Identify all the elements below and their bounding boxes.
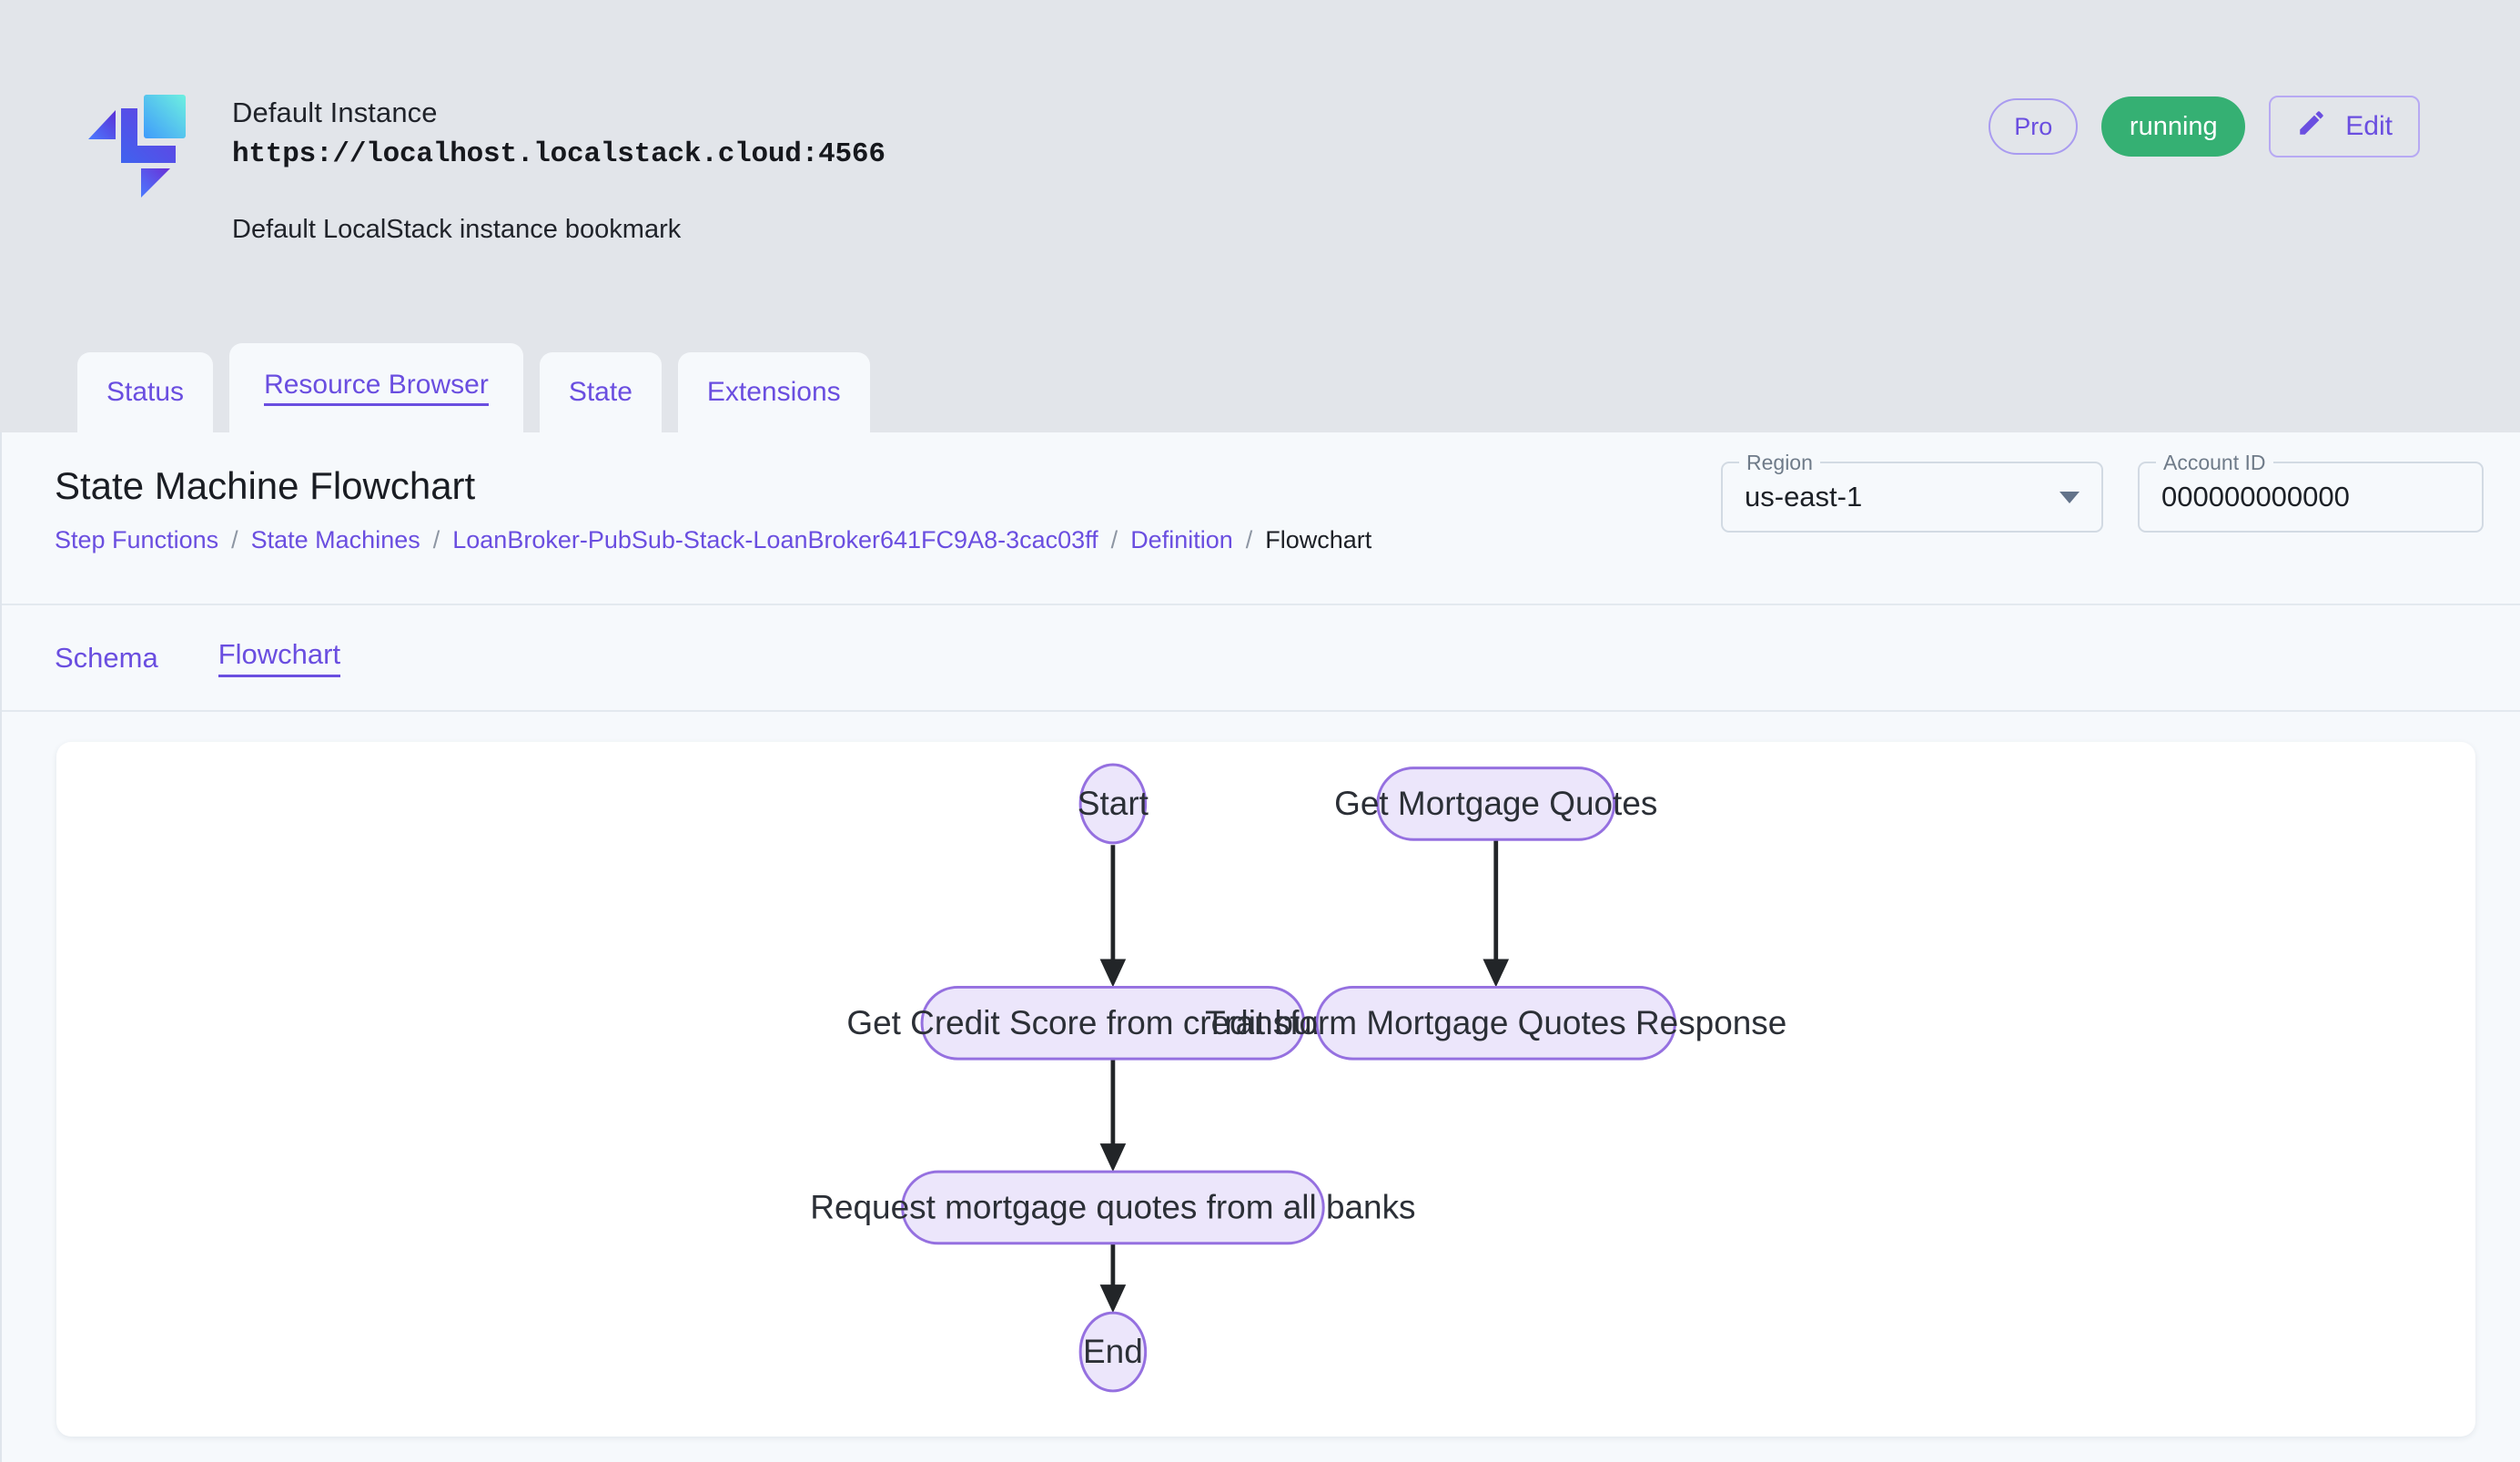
pro-badge[interactable]: Pro bbox=[1989, 98, 2079, 155]
edge-quotes-to-transform bbox=[1483, 839, 1510, 988]
edit-button[interactable]: Edit bbox=[2269, 96, 2420, 157]
flow-node-get-mortgage-quotes-label: Get Mortgage Quotes bbox=[1334, 785, 1657, 822]
localstack-logo-icon bbox=[86, 80, 205, 200]
flow-node-get-credit-score[interactable]: Get Credit Score from credit bureau bbox=[846, 985, 1379, 1061]
breadcrumb-separator: / bbox=[231, 526, 238, 553]
tab-extensions-label: Extensions bbox=[706, 377, 841, 407]
flow-node-request-quotes[interactable]: Request mortgage quotes from all banks bbox=[810, 1170, 1416, 1245]
breadcrumb-item-definition[interactable]: Definition bbox=[1130, 526, 1233, 553]
content-area: State Machine Flowchart Step Functions /… bbox=[0, 432, 2520, 1462]
region-label: Region bbox=[1739, 451, 1820, 475]
flow-node-transform-response-label: Transform Mortgage Quotes Response bbox=[1205, 1004, 1786, 1041]
tab-resource-browser[interactable]: Resource Browser bbox=[229, 343, 523, 432]
edge-request-to-end bbox=[1099, 1243, 1127, 1314]
field-group: Region us-east-1 Account ID 000000000000 bbox=[1721, 451, 2484, 533]
breadcrumb-item-state-machine-name[interactable]: LoanBroker-PubSub-Stack-LoanBroker641FC9… bbox=[452, 526, 1098, 553]
breadcrumb: Step Functions / State Machines / LoanBr… bbox=[55, 526, 1371, 554]
flow-node-get-mortgage-quotes[interactable]: Get Mortgage Quotes bbox=[1334, 767, 1657, 841]
flow-node-request-quotes-label: Request mortgage quotes from all banks bbox=[810, 1189, 1415, 1226]
breadcrumb-separator: / bbox=[1110, 526, 1118, 553]
account-id-field[interactable]: Account ID 000000000000 bbox=[2138, 451, 2484, 533]
tab-status[interactable]: Status bbox=[77, 352, 214, 432]
breadcrumb-item-step-functions[interactable]: Step Functions bbox=[55, 526, 219, 553]
chevron-down-icon bbox=[2060, 491, 2080, 503]
edge-credit-to-request bbox=[1099, 1059, 1127, 1173]
flow-node-start[interactable]: Start bbox=[1078, 763, 1149, 845]
instance-meta: Default Instance https://localhost.local… bbox=[232, 96, 886, 174]
subtab-flowchart[interactable]: Flowchart bbox=[218, 638, 341, 677]
account-id-value: 000000000000 bbox=[2161, 481, 2350, 513]
flowchart-canvas[interactable]: Start Get Credit Score from credit burea… bbox=[56, 742, 2475, 1437]
instance-url: https://localhost.localstack.cloud:4566 bbox=[232, 137, 886, 170]
pencil-icon bbox=[2296, 107, 2327, 146]
subtabs: Schema Flowchart bbox=[2, 605, 2520, 712]
breadcrumb-item-state-machines[interactable]: State Machines bbox=[250, 526, 420, 553]
flow-node-start-label: Start bbox=[1078, 785, 1149, 822]
breadcrumb-separator: / bbox=[432, 526, 440, 553]
instance-description: Default LocalStack instance bookmark bbox=[232, 215, 682, 244]
status-badge[interactable]: running bbox=[2101, 96, 2246, 157]
tab-extensions[interactable]: Extensions bbox=[677, 352, 870, 432]
flow-node-end-label: End bbox=[1083, 1333, 1143, 1370]
flow-node-get-credit-score-label: Get Credit Score from credit bureau bbox=[846, 1004, 1379, 1041]
tab-state-label: State bbox=[568, 377, 633, 407]
flow-node-end[interactable]: End bbox=[1078, 1311, 1148, 1393]
instance-header: Default Instance https://localhost.local… bbox=[0, 0, 2520, 432]
breadcrumb-separator: / bbox=[1245, 526, 1253, 553]
instance-name: Default Instance bbox=[232, 96, 438, 128]
region-value: us-east-1 bbox=[1745, 481, 1863, 513]
breadcrumb-item-flowchart: Flowchart bbox=[1265, 526, 1372, 553]
tab-status-label: Status bbox=[106, 377, 185, 407]
instance-tabs: Status Resource Browser State Extensions bbox=[77, 343, 870, 432]
edge-start-to-credit bbox=[1099, 845, 1127, 988]
subtab-schema[interactable]: Schema bbox=[55, 641, 158, 674]
tab-resource-browser-label: Resource Browser bbox=[264, 370, 489, 406]
edit-button-label: Edit bbox=[2345, 111, 2393, 141]
account-id-label: Account ID bbox=[2156, 451, 2273, 475]
flowchart-card: Start Get Credit Score from credit burea… bbox=[56, 742, 2475, 1437]
title-bar: State Machine Flowchart Step Functions /… bbox=[2, 432, 2520, 605]
region-select[interactable]: Region us-east-1 bbox=[1721, 451, 2103, 533]
flow-node-transform-response[interactable]: Transform Mortgage Quotes Response bbox=[1205, 985, 1786, 1061]
tab-state[interactable]: State bbox=[539, 352, 662, 432]
page-title: State Machine Flowchart bbox=[55, 464, 476, 507]
header-actions: Pro running Edit bbox=[1989, 96, 2420, 157]
